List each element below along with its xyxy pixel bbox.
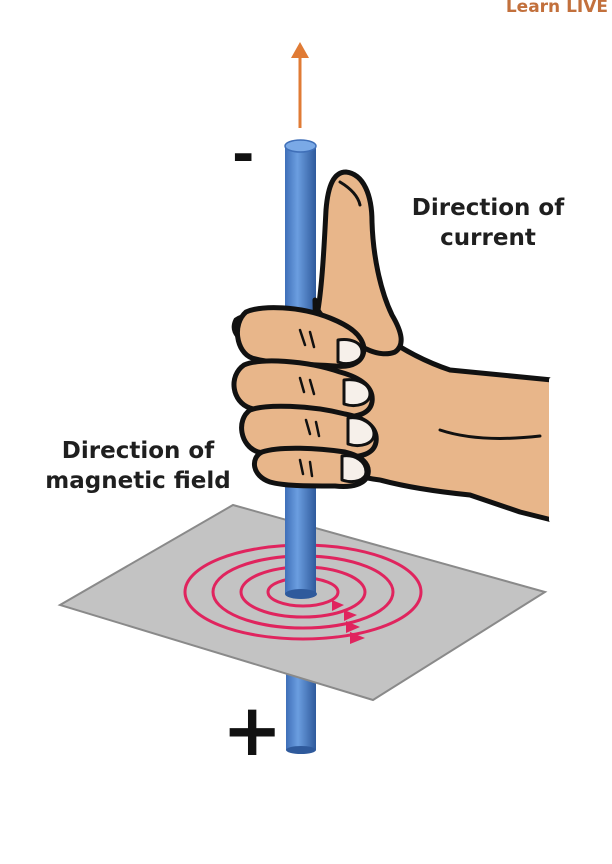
field-direction-arrowheads xyxy=(332,600,365,644)
label-field-line-1: Direction of xyxy=(61,438,215,464)
label-current-line-1: Direction of xyxy=(411,195,565,221)
brand-logo-text: Learn LIVE xyxy=(505,0,608,17)
positive-terminal-sign: + xyxy=(222,688,283,772)
thumbs-up-hand-icon xyxy=(231,169,555,523)
label-direction-of-magnetic-field: Direction of magnetic field xyxy=(38,436,238,496)
label-current-line-2: current xyxy=(440,225,536,251)
label-field-line-2: magnetic field xyxy=(45,468,231,494)
negative-terminal-sign: - xyxy=(232,123,255,186)
plane-sheet xyxy=(57,503,548,702)
label-direction-of-current: Direction of current xyxy=(398,193,578,253)
current-direction-arrow-icon xyxy=(291,42,309,128)
